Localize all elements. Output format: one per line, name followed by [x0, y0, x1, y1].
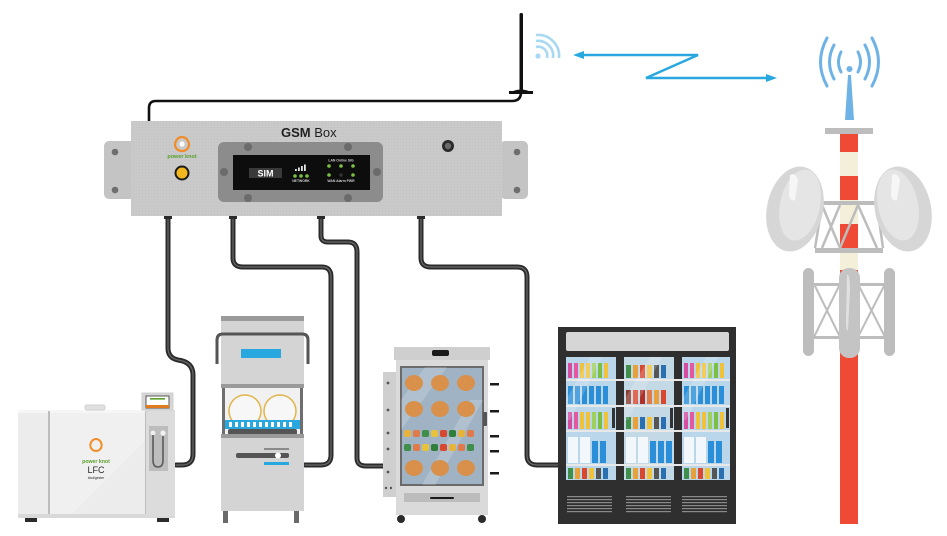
- wireless-link-arrow: [573, 51, 777, 82]
- sig-led: [351, 164, 355, 168]
- antenna-connector: [174, 165, 190, 181]
- rotisserie-oven: [383, 347, 499, 523]
- gsm-antenna: [509, 13, 533, 94]
- drinks-row-2: [568, 386, 724, 404]
- network-label: NETWORK: [292, 179, 310, 183]
- power-knot-logo: [173, 135, 191, 153]
- network-led: [293, 174, 297, 178]
- arrowhead-right-icon: [766, 74, 777, 82]
- network-leds: [293, 174, 309, 178]
- status-leds: [327, 164, 355, 177]
- lfc-model-label: LFC: [87, 465, 105, 475]
- status-bottom-labels: WAN Alarm PWR: [327, 179, 355, 183]
- drinks-row-4: [568, 437, 722, 463]
- lfc-power-knot-logo-icon: [89, 438, 103, 452]
- dish-antenna-left: [766, 166, 824, 252]
- wan-led: [327, 173, 331, 177]
- device-cables: [165, 213, 568, 469]
- lfc-sub-label: biodigester: [88, 476, 105, 480]
- dish-antenna-right: [874, 166, 932, 252]
- panel-antenna: [803, 268, 814, 356]
- gsm-brand-label: power knot: [167, 154, 197, 160]
- lfc-brand-label: power knot: [82, 459, 110, 465]
- gsm-box: GSM Box power knot: [104, 121, 528, 219]
- panel-antenna: [884, 268, 895, 356]
- lan-led: [327, 164, 331, 168]
- mount-ear-right: [500, 141, 528, 199]
- fridge-vents: [567, 496, 727, 513]
- fridge-shelves: [566, 379, 730, 466]
- beverage-refrigerator: [558, 327, 736, 524]
- gsm-box-title: GSM Box: [281, 125, 337, 140]
- online-led: [339, 164, 343, 168]
- dishwasher: [215, 316, 310, 523]
- signal-icon: [535, 33, 561, 59]
- alarm-led: [339, 173, 343, 177]
- drinks-row-1: [568, 363, 724, 378]
- drinks-row-3: [568, 412, 724, 429]
- cell-tower: [766, 36, 932, 524]
- network-led: [299, 174, 303, 178]
- pwr-led: [351, 173, 355, 177]
- drinks-row-5: [568, 468, 724, 479]
- sim-label: SIM: [257, 169, 273, 179]
- mount-ear-left: [104, 141, 136, 199]
- network-led: [305, 174, 309, 178]
- arrowhead-left-icon: [573, 51, 584, 59]
- tower-signal-icon: [819, 36, 880, 88]
- chickens: [405, 375, 475, 476]
- vegetable-skewers: [404, 430, 474, 451]
- panel-antenna: [839, 268, 860, 358]
- lfc-digester: power knot LFC biodigester: [18, 392, 175, 522]
- dishwasher-control-panel: [236, 453, 289, 458]
- sim-slot: [249, 168, 282, 178]
- signal-bars-icon: [295, 164, 306, 171]
- status-top-labels: LAN Online SIG: [328, 159, 354, 163]
